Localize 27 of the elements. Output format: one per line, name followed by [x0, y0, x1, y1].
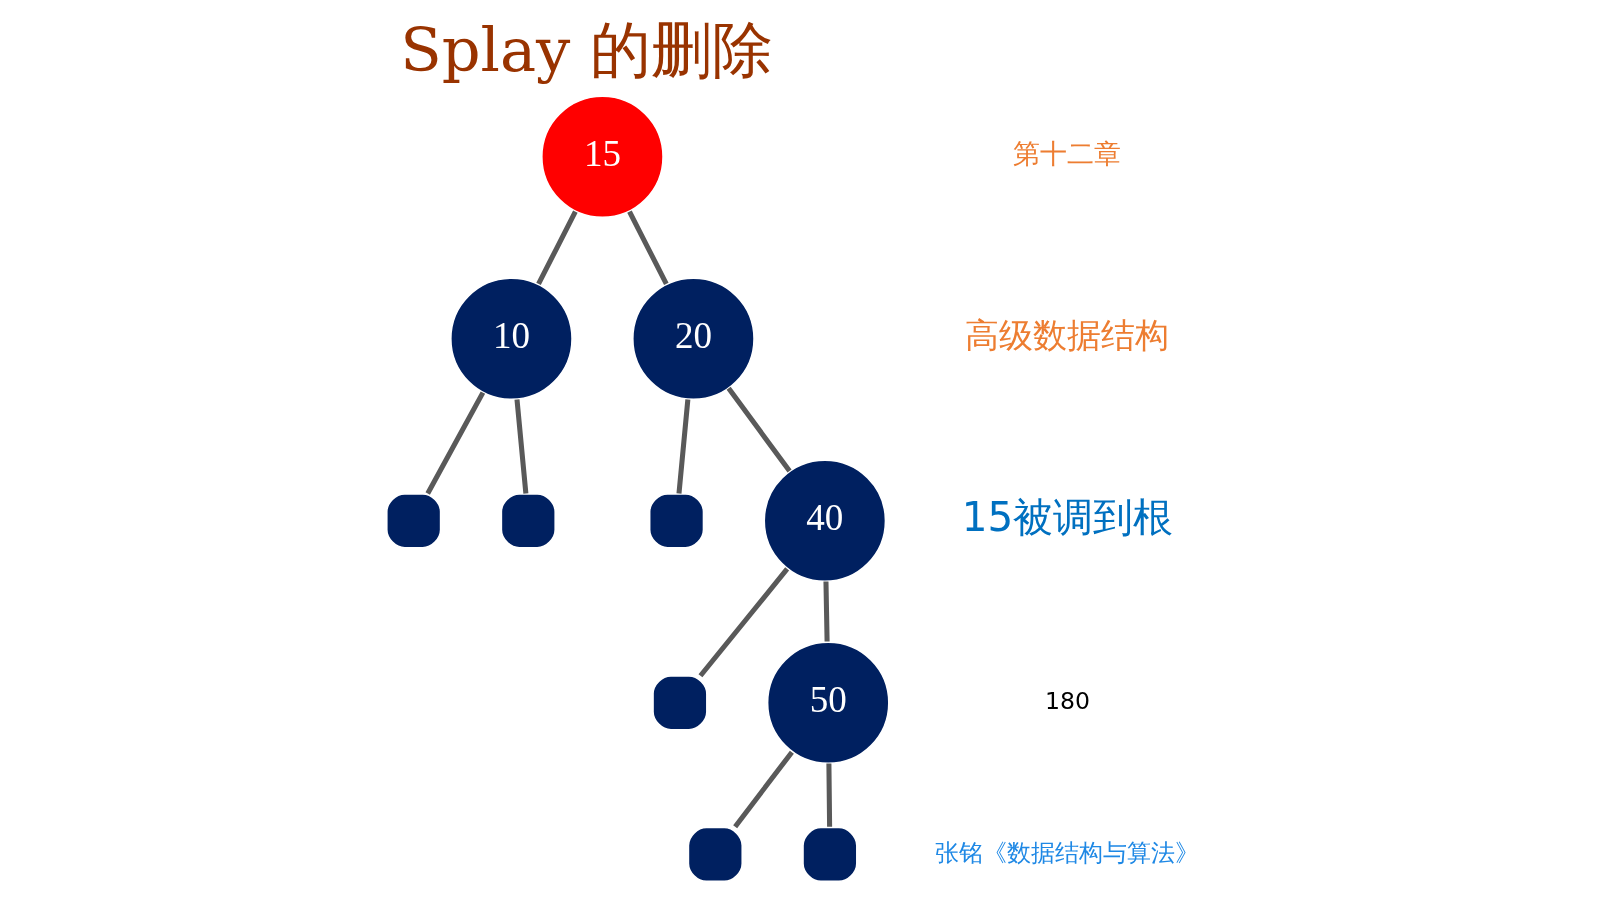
node-circle: 20 — [631, 277, 755, 401]
node-box — [648, 492, 705, 549]
label: 15被调到根 — [961, 493, 1174, 542]
connector — [733, 750, 794, 829]
connector — [676, 399, 691, 494]
node-box — [385, 492, 442, 549]
connector — [536, 210, 578, 286]
label: 张铭《数据结构与算法》 — [935, 839, 1200, 866]
label: 180 — [1044, 686, 1091, 715]
label: 第十二章 — [1013, 138, 1122, 170]
connector — [726, 386, 792, 473]
node-circle: 10 — [449, 277, 573, 401]
diagram-title: Splay 的删除 — [400, 14, 773, 85]
node-circle: 50 — [766, 641, 890, 765]
connector — [425, 391, 486, 495]
connector — [823, 581, 830, 642]
connector — [698, 567, 790, 678]
connector — [826, 763, 833, 827]
label: 高级数据结构 — [965, 317, 1170, 355]
node-box — [802, 826, 858, 883]
connector — [627, 210, 669, 286]
node-box — [500, 492, 557, 549]
node-box — [687, 826, 744, 883]
node-box — [652, 674, 708, 731]
connector — [514, 399, 529, 494]
node-circle: 40 — [763, 459, 887, 583]
node-circle: 15 — [540, 95, 664, 219]
